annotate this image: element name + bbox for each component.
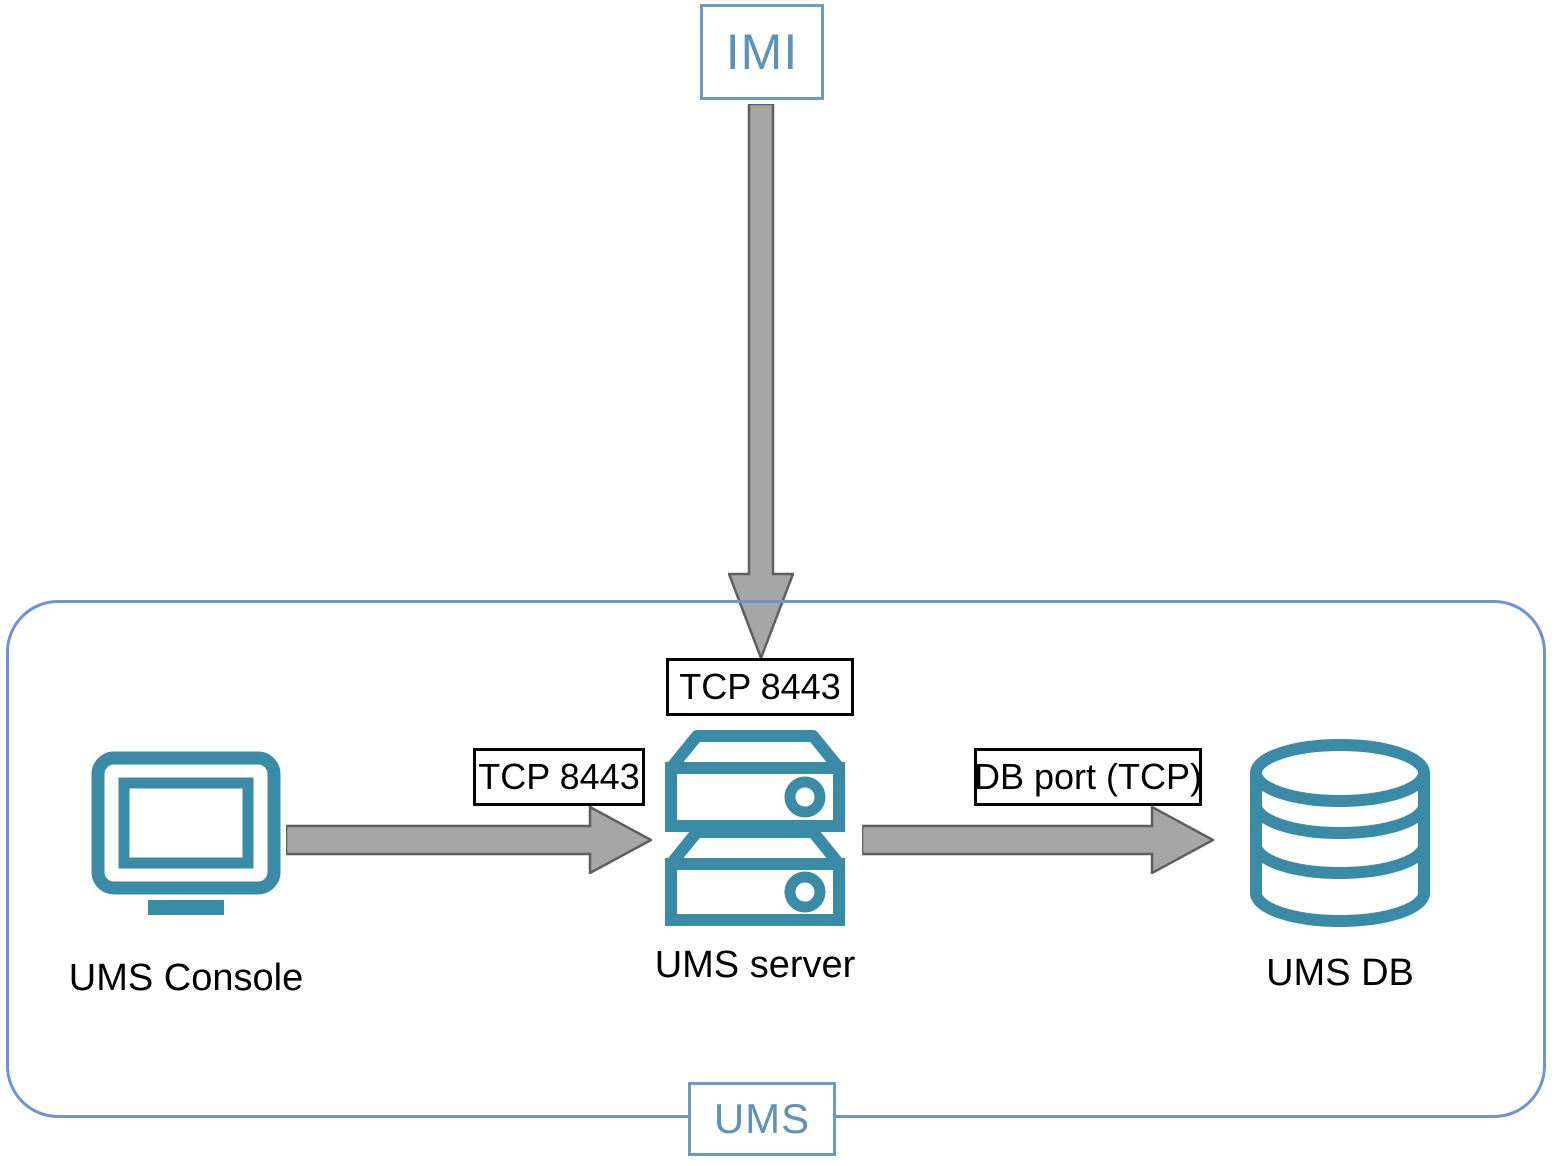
node-label-ums-server: UMS server — [654, 944, 856, 986]
node-label-ums-db: UMS DB — [1266, 952, 1414, 994]
ums-boundary-tag-label: UMS — [713, 1095, 811, 1142]
connection-label-text: DB port (TCP) — [973, 756, 1203, 797]
monitor-icon — [91, 751, 281, 915]
node-ums-console: UMS Console — [36, 745, 336, 1000]
arrow-ums-console-to-ums-server — [286, 806, 652, 874]
arrow-ums-server-to-ums-db — [862, 806, 1214, 874]
imi-boundary-tag: IMI — [700, 4, 824, 100]
connection-label-imi-to-server: TCP 8443 — [666, 658, 854, 716]
imi-boundary-tag-label: IMI — [725, 24, 799, 80]
connection-label-text: TCP 8443 — [679, 666, 841, 707]
ums-boundary-tag: UMS — [688, 1082, 836, 1156]
connection-label-console-to-server: TCP 8443 — [473, 748, 645, 806]
server-stack-icon-wrapper — [655, 730, 855, 926]
connection-label-text: TCP 8443 — [478, 756, 640, 797]
connection-label-server-to-db: DB port (TCP) — [974, 748, 1202, 806]
server-stack-icon — [665, 730, 845, 926]
monitor-icon-wrapper — [86, 745, 286, 935]
node-ums-server: UMS server — [605, 730, 905, 987]
node-ums-db: UMS DB — [1190, 739, 1490, 995]
arrow-imi-to-ums-server — [728, 104, 794, 660]
database-cylinder-icon-wrapper — [1240, 739, 1440, 930]
node-label-ums-console: UMS Console — [68, 957, 304, 999]
database-cylinder-icon — [1250, 739, 1430, 927]
